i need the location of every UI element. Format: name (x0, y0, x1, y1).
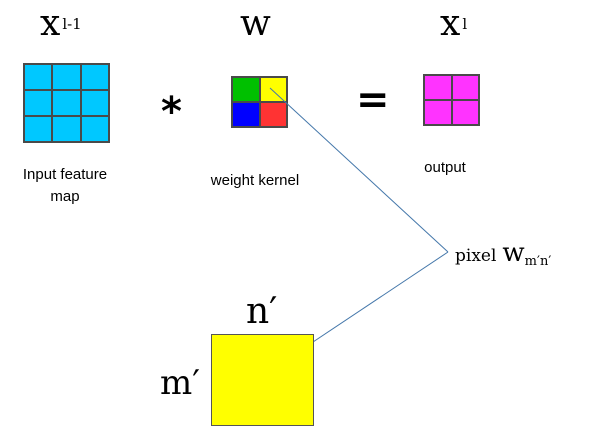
output-cell (424, 75, 452, 100)
weight-symbol: w (240, 6, 271, 42)
input-symbol-superscript: l-1 (62, 14, 82, 33)
zoomed-pixel-square (211, 334, 314, 426)
input-cell (24, 64, 53, 90)
output-symbol-base: x (440, 3, 461, 44)
kernel-cell-bottom-right (259, 102, 287, 127)
weight-symbol-base: w (240, 3, 271, 44)
output-cell (451, 75, 479, 100)
pixel-subscript: m′n′ (524, 254, 552, 270)
input-symbol-base: x (40, 3, 61, 44)
input-cell (80, 90, 109, 116)
convolution-operator: * (161, 89, 182, 135)
output-grid (423, 74, 480, 126)
input-cell (52, 90, 81, 116)
output-cell (424, 100, 452, 125)
input-cell (52, 64, 81, 90)
kernel-cell-bottom-left (232, 102, 260, 127)
output-symbol-superscript: l (462, 14, 468, 33)
leader-line-kernel (269, 87, 449, 253)
output-cell (451, 100, 479, 125)
pixel-symbol: w (502, 238, 525, 268)
kernel-cell-top-right (259, 77, 287, 102)
zoom-label-n: n′ (246, 291, 278, 332)
equals-operator: = (356, 77, 390, 123)
output-label: output (424, 159, 466, 176)
input-label-line1: Input feature (22, 166, 108, 183)
pixel-label: pixel (455, 246, 497, 266)
input-cell (24, 90, 53, 116)
input-cell (80, 116, 109, 142)
input-cell (80, 64, 109, 90)
weight-kernel-grid (231, 76, 288, 128)
input-feature-map-label: Input feature map (0, 164, 130, 208)
input-feature-map-grid (23, 63, 110, 143)
input-label-line2: map (50, 188, 80, 205)
input-cell (52, 116, 81, 142)
zoom-label-m: m′ (160, 363, 200, 403)
kernel-cell-top-left (232, 77, 260, 102)
weight-kernel-label: weight kernel (210, 172, 300, 189)
input-cell (24, 116, 53, 142)
